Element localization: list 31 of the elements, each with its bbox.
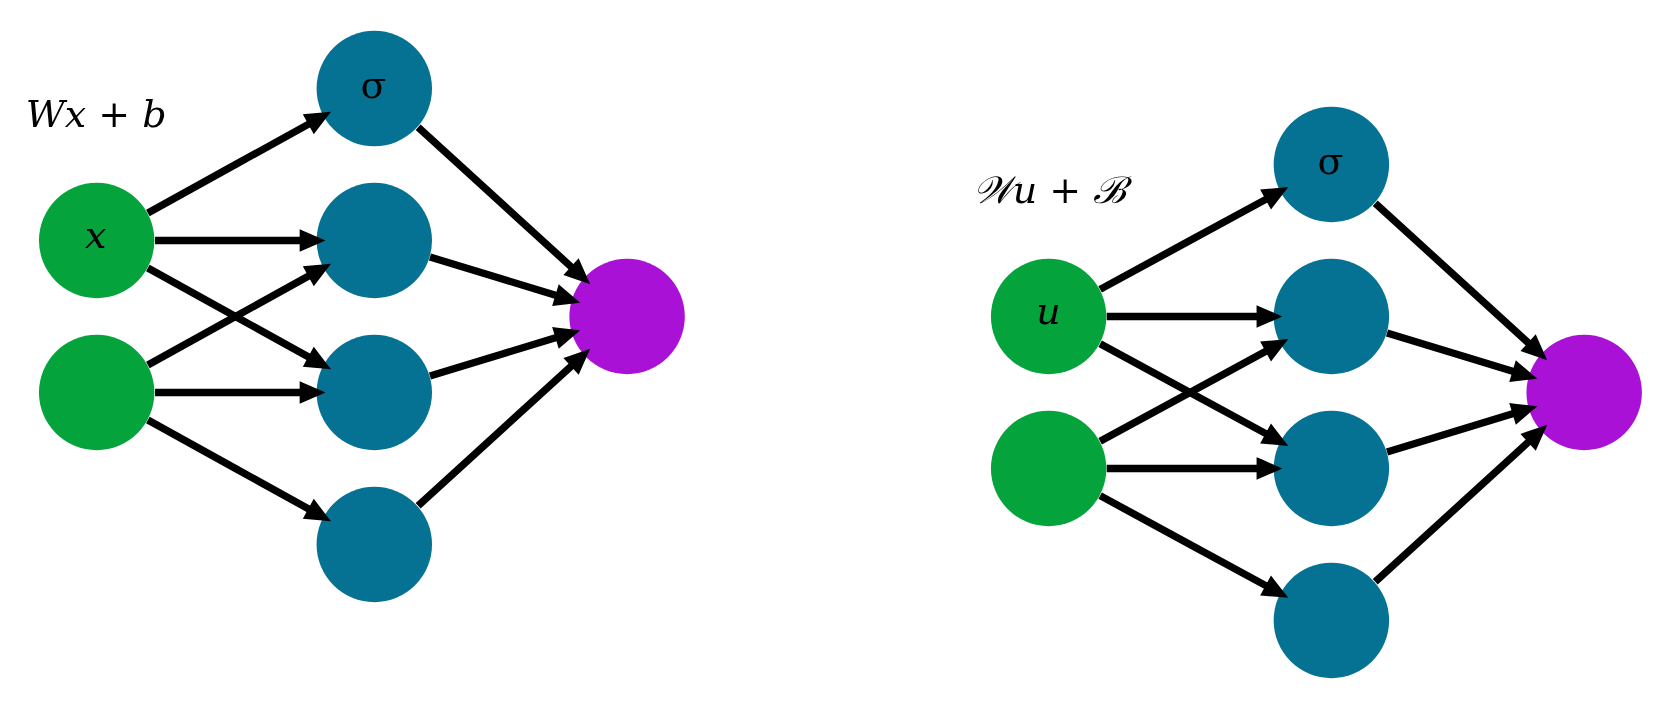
arrow <box>155 229 326 252</box>
arrow <box>155 381 326 404</box>
arrow <box>1098 187 1289 293</box>
node-circle <box>990 410 1107 527</box>
arrow <box>1386 402 1538 456</box>
node-circle <box>569 258 685 375</box>
arrow <box>146 111 331 217</box>
node-circle: σ <box>1273 106 1390 223</box>
arrow <box>1372 200 1548 361</box>
arrow <box>415 124 591 285</box>
node-circle <box>1273 410 1390 527</box>
arrow <box>428 253 581 307</box>
node-circle <box>316 334 432 451</box>
node-circle <box>316 486 432 603</box>
node-circle <box>1273 258 1390 375</box>
node-circle <box>38 334 155 451</box>
arrow <box>1106 457 1283 480</box>
node-circle: σ <box>316 30 432 147</box>
label: Wx + b <box>25 91 167 136</box>
node-circle <box>1273 562 1390 679</box>
node-circle <box>1526 334 1642 451</box>
arrow <box>1098 492 1289 598</box>
arrow <box>415 348 591 509</box>
node-circle <box>316 182 432 299</box>
node-circle: u <box>990 258 1107 375</box>
arrow <box>1386 329 1538 382</box>
arrow <box>1372 424 1548 585</box>
arrow <box>146 416 331 522</box>
arrow <box>428 327 581 380</box>
node-circle: x <box>38 182 155 299</box>
arrow <box>1106 305 1283 328</box>
